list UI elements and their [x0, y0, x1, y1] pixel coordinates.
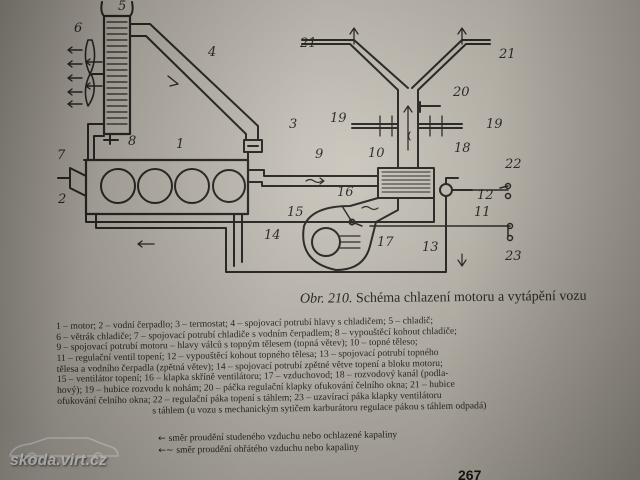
windshield-flap-lever — [419, 101, 441, 113]
label-10: 10 — [368, 146, 385, 161]
engine-block — [84, 151, 250, 216]
arrow-legend-text: směr proudění studeného vzduchu nebo och… — [168, 429, 398, 444]
radiator-fan — [84, 39, 105, 107]
label-18: 18 — [454, 141, 471, 156]
radiator-drain-cock — [103, 133, 119, 145]
foot-outlet-nozzles — [351, 115, 463, 137]
heater-core — [377, 167, 435, 199]
figure-number: Obr. 210. — [299, 291, 353, 307]
upper-radiator-hose — [129, 23, 259, 141]
label-16: 16 — [337, 185, 354, 200]
label-12: 12 — [477, 188, 494, 203]
label-21-left: 21 — [299, 36, 317, 51]
heater-valve — [439, 177, 473, 197]
label-2: 2 — [57, 192, 66, 207]
arrow-legend-text: směr proudění ohřátého vzduchu nebo kapa… — [176, 441, 359, 456]
diagram-labels: 1 2 3 4 5 6 7 8 9 10 11 12 13 14 15 16 1… — [57, 0, 522, 264]
warm-flow-arrow-icon: ←∼ — [158, 445, 174, 456]
label-4: 4 — [207, 45, 216, 60]
label-3: 3 — [289, 117, 297, 132]
page-number: 267 — [458, 467, 482, 480]
label-14: 14 — [264, 228, 281, 243]
label-13: 13 — [422, 240, 439, 255]
label-19-right: 19 — [486, 117, 503, 132]
label-17: 17 — [377, 235, 394, 250]
label-19-left: 19 — [330, 111, 347, 126]
watermark: skoda.virt.cz — [10, 452, 107, 469]
lower-radiator-hose — [83, 123, 105, 161]
label-15: 15 — [287, 205, 304, 220]
label-20: 20 — [452, 85, 470, 100]
cold-air-arrows — [67, 46, 103, 108]
water-pump — [57, 167, 87, 197]
arrow-legend: ←směr proudění studeného vzduchu nebo oc… — [158, 427, 558, 457]
figure-caption: Obr. 210. Schéma chlazení motoru a vytáp… — [300, 288, 640, 308]
figure-title: Schéma chlazení motoru a vytápění vozu — [355, 288, 587, 307]
heater-fan-unit — [302, 197, 399, 271]
heater-feed-pipe — [247, 169, 379, 187]
heater-return-line — [85, 173, 447, 273]
thermostat — [243, 139, 263, 153]
cold-flow-arrow-icon: ← — [158, 433, 166, 444]
label-9: 9 — [315, 147, 323, 162]
car-outline-icon — [9, 437, 119, 462]
cooling-heating-schematic: 1 2 3 4 5 6 7 8 9 10 11 12 13 14 15 16 1… — [57, 0, 522, 273]
label-5: 5 — [118, 0, 126, 14]
figure-legend: 1 – motor; 2 – vodní čerpadlo; 3 – termo… — [56, 313, 640, 418]
label-22: 22 — [504, 157, 522, 172]
heater-control-rods — [369, 182, 514, 267]
label-23: 23 — [504, 249, 522, 264]
label-7: 7 — [57, 148, 66, 163]
label-1: 1 — [176, 137, 184, 152]
radiator — [100, 1, 134, 136]
label-11: 11 — [474, 205, 491, 220]
label-8: 8 — [128, 134, 136, 149]
label-21-right: 21 — [498, 47, 516, 62]
label-6: 6 — [74, 21, 82, 36]
